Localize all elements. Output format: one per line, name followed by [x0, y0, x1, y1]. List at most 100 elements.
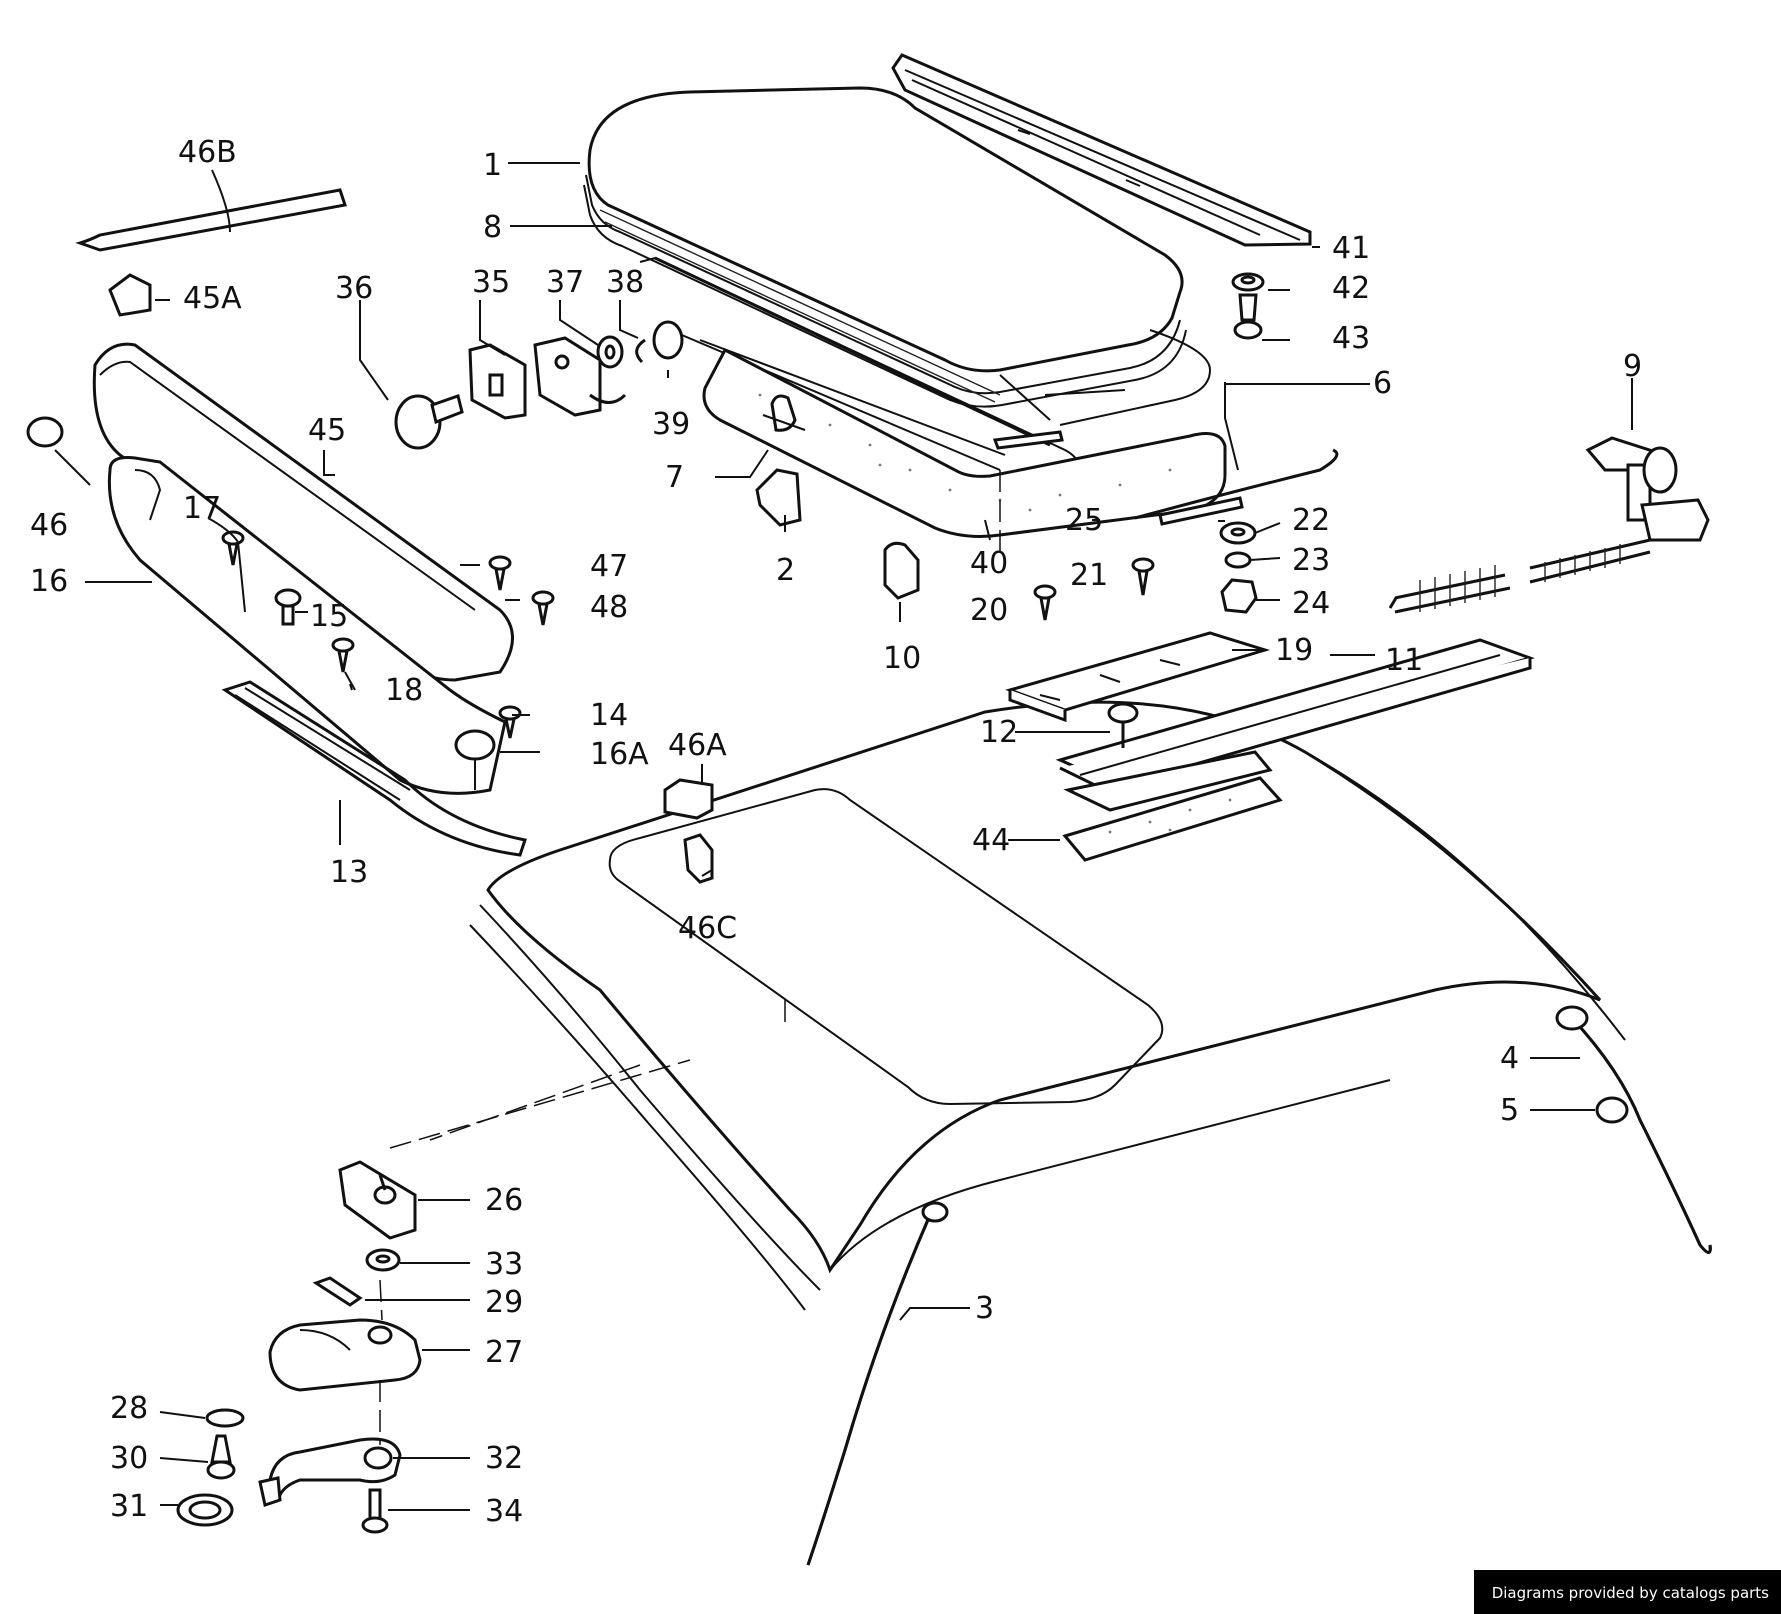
part-39-nut	[652, 320, 684, 360]
part-33-washer	[365, 1248, 401, 1272]
part-22-washer	[1219, 521, 1257, 545]
callout-35: 35	[472, 265, 510, 300]
part-34-screw	[361, 1488, 389, 1534]
part-45-trim-cover	[92, 342, 514, 682]
part-32-crank-handle	[258, 1437, 402, 1507]
callout-3: 3	[975, 1291, 994, 1326]
callout-13: 13	[330, 855, 368, 890]
callout-14: 14	[590, 698, 628, 733]
callout-27: 27	[485, 1335, 523, 1370]
part-23-lock-washer	[1224, 551, 1252, 569]
part-28-clip	[205, 1408, 245, 1428]
callout-11: 11	[1385, 643, 1423, 678]
callout-8: 8	[483, 210, 502, 245]
part-38-ring	[635, 338, 646, 364]
part-21-screw	[1131, 557, 1155, 596]
callout-29: 29	[485, 1285, 523, 1320]
callout-45: 45	[308, 413, 346, 448]
callout-7: 7	[665, 460, 684, 495]
callout-1: 1	[483, 148, 502, 183]
callout-23: 23	[1292, 543, 1330, 578]
part-15-screw	[274, 588, 302, 626]
part-43-screw	[1233, 293, 1263, 340]
callout-21: 21	[1070, 558, 1108, 593]
part-30-screw	[206, 1434, 236, 1480]
callout-20: 20	[970, 593, 1008, 628]
part-46B-strap	[75, 188, 347, 252]
part-20-screw	[1033, 584, 1057, 621]
callout-47: 47	[590, 549, 628, 584]
callout-41: 41	[1332, 231, 1370, 266]
callout-16: 16	[30, 564, 68, 599]
part-1-sunroof-panel	[583, 86, 1187, 408]
part-16-side-trim	[107, 456, 507, 795]
callout-9: 9	[1623, 349, 1642, 384]
part-46A-clip	[663, 778, 714, 820]
part-45A-clip	[108, 273, 152, 317]
part-42-washer	[1231, 272, 1265, 292]
callout-46: 46	[30, 508, 68, 543]
part-18-screw	[331, 637, 355, 673]
callout-22: 22	[1292, 503, 1330, 538]
part-5-hose-clamp	[1595, 1096, 1629, 1124]
callout-48: 48	[590, 590, 628, 625]
callout-43: 43	[1332, 321, 1370, 356]
part-25-spring-link	[1134, 448, 1339, 526]
callout-38: 38	[606, 265, 644, 300]
part-10-guide-block	[883, 541, 920, 600]
part-7-clip	[762, 394, 806, 432]
part-2-bumper	[755, 468, 802, 527]
callout-25: 25	[1065, 503, 1103, 538]
callout-46C: 46C	[678, 911, 737, 946]
part-41-guide-rail	[891, 53, 1312, 247]
part-26-latch-bracket	[338, 1160, 417, 1240]
callout-26: 26	[485, 1183, 523, 1218]
part-19-slide-plate	[1005, 631, 1271, 723]
callout-45A: 45A	[183, 281, 242, 316]
part-35-hinge	[533, 336, 627, 417]
part-16A-grommet	[454, 729, 496, 790]
callout-33: 33	[485, 1247, 523, 1282]
callout-4: 4	[1500, 1041, 1519, 1076]
part-44-seal-strip	[1062, 776, 1283, 862]
part-4-drain-hose	[1555, 1005, 1712, 1254]
callout-31: 31	[110, 1489, 148, 1524]
credit-footer: Diagrams provided by catalogs parts	[1473, 1570, 1781, 1614]
part-12-screw	[1107, 702, 1139, 748]
callout-36: 36	[335, 271, 373, 306]
part-9-crank-drive	[1388, 436, 1710, 614]
part-37-washer	[596, 335, 624, 369]
callout-40: 40	[970, 546, 1008, 581]
callout-30: 30	[110, 1441, 148, 1476]
callout-32: 32	[485, 1441, 523, 1476]
leader-lines	[54, 162, 1633, 1511]
callout-46B: 46B	[178, 135, 237, 170]
part-35-bracket	[468, 343, 527, 420]
part-46-knob	[26, 416, 64, 448]
callout-10: 10	[883, 641, 921, 676]
part-47-screw	[488, 555, 512, 591]
part-31-grommet	[176, 1493, 234, 1527]
callout-28: 28	[110, 1391, 148, 1426]
callout-16A: 16A	[590, 737, 649, 772]
callout-12: 12	[980, 715, 1018, 750]
part-46C-clip	[683, 833, 714, 884]
callout-37: 37	[546, 265, 584, 300]
callout-17: 17	[183, 491, 221, 526]
part-13-seal-rail	[221, 680, 527, 857]
callout-15: 15	[310, 599, 348, 634]
callout-19: 19	[1275, 633, 1313, 668]
part-48-screw	[531, 590, 555, 626]
part-27-handle-housing	[268, 1318, 422, 1392]
callout-34: 34	[485, 1494, 523, 1529]
callout-24: 24	[1292, 586, 1330, 621]
part-3-drain-hose	[806, 1201, 949, 1566]
vehicle-roof-outline	[389, 700, 1626, 1311]
callout-labels: 1 8 46B 45A 36 35 37 38 39 45 46 16 17 1…	[30, 135, 1642, 1529]
part-29-spring	[312, 1276, 363, 1307]
part-6-40-frame	[639, 256, 1227, 538]
callout-42: 42	[1332, 271, 1370, 306]
callout-44: 44	[972, 823, 1010, 858]
part-24-nut	[1220, 578, 1258, 614]
